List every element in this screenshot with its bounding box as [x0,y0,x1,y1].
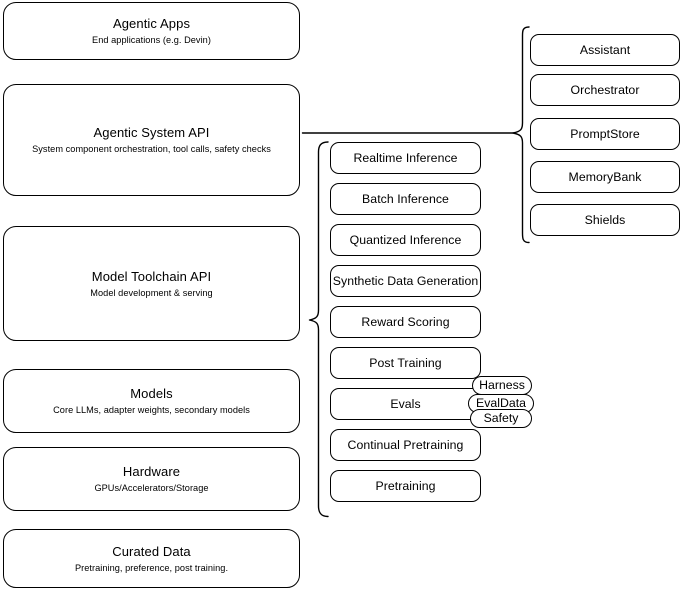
layer-title: Models [130,386,173,401]
layer-subtitle: GPUs/Accelerators/Storage [94,483,209,493]
toolchain-item-continual-pretraining[interactable]: Continual Pretraining [330,429,481,461]
layer-subtitle: Pretraining, preference, post training. [74,562,229,573]
layer-subtitle: End applications (e.g. Devin) [92,35,211,45]
system-item-shields[interactable]: Shields [530,204,680,236]
toolchain-item-batch-inference[interactable]: Batch Inference [330,183,481,215]
toolchain-item-quantized-inference[interactable]: Quantized Inference [330,224,481,256]
eval-tag-safety[interactable]: Safety [470,409,532,428]
toolchain-item-pretraining[interactable]: Pretraining [330,470,481,502]
layer-agentic-apps[interactable]: Agentic Apps End applications (e.g. Devi… [3,2,300,60]
layer-model-toolchain-api[interactable]: Model Toolchain API Model development & … [3,226,300,341]
layer-title: Agentic Apps [112,16,191,31]
layer-hardware[interactable]: Hardware GPUs/Accelerators/Storage [3,447,300,511]
brace-system-components [512,26,530,244]
system-item-promptstore[interactable]: PromptStore [530,118,680,150]
layer-models[interactable]: Models Core LLMs, adapter weights, secon… [3,369,300,433]
toolchain-item-post-training[interactable]: Post Training [330,347,481,379]
layer-curated-data[interactable]: Curated Data Pretraining, preference, po… [3,529,300,588]
layer-subtitle: Core LLMs, adapter weights, secondary mo… [53,405,250,415]
toolchain-item-synthetic-data-generation[interactable]: Synthetic Data Generation [330,265,481,297]
brace-toolchain-items [308,141,329,518]
layer-title: Curated Data [112,543,191,559]
system-item-orchestrator[interactable]: Orchestrator [530,74,680,106]
layer-title: Agentic System API [93,125,210,140]
layer-title: Hardware [122,464,181,479]
system-item-assistant[interactable]: Assistant [530,34,680,66]
layer-subtitle: Model development & serving [90,287,213,298]
toolchain-item-evals[interactable]: Evals [330,388,481,420]
toolchain-item-realtime-inference[interactable]: Realtime Inference [330,142,481,174]
system-item-memorybank[interactable]: MemoryBank [530,161,680,193]
layer-subtitle: System component orchestration, tool cal… [32,144,271,154]
layer-agentic-system-api[interactable]: Agentic System API System component orch… [3,84,300,196]
layer-title: Model Toolchain API [91,268,212,284]
eval-tag-harness[interactable]: Harness [472,376,532,395]
toolchain-item-reward-scoring[interactable]: Reward Scoring [330,306,481,338]
